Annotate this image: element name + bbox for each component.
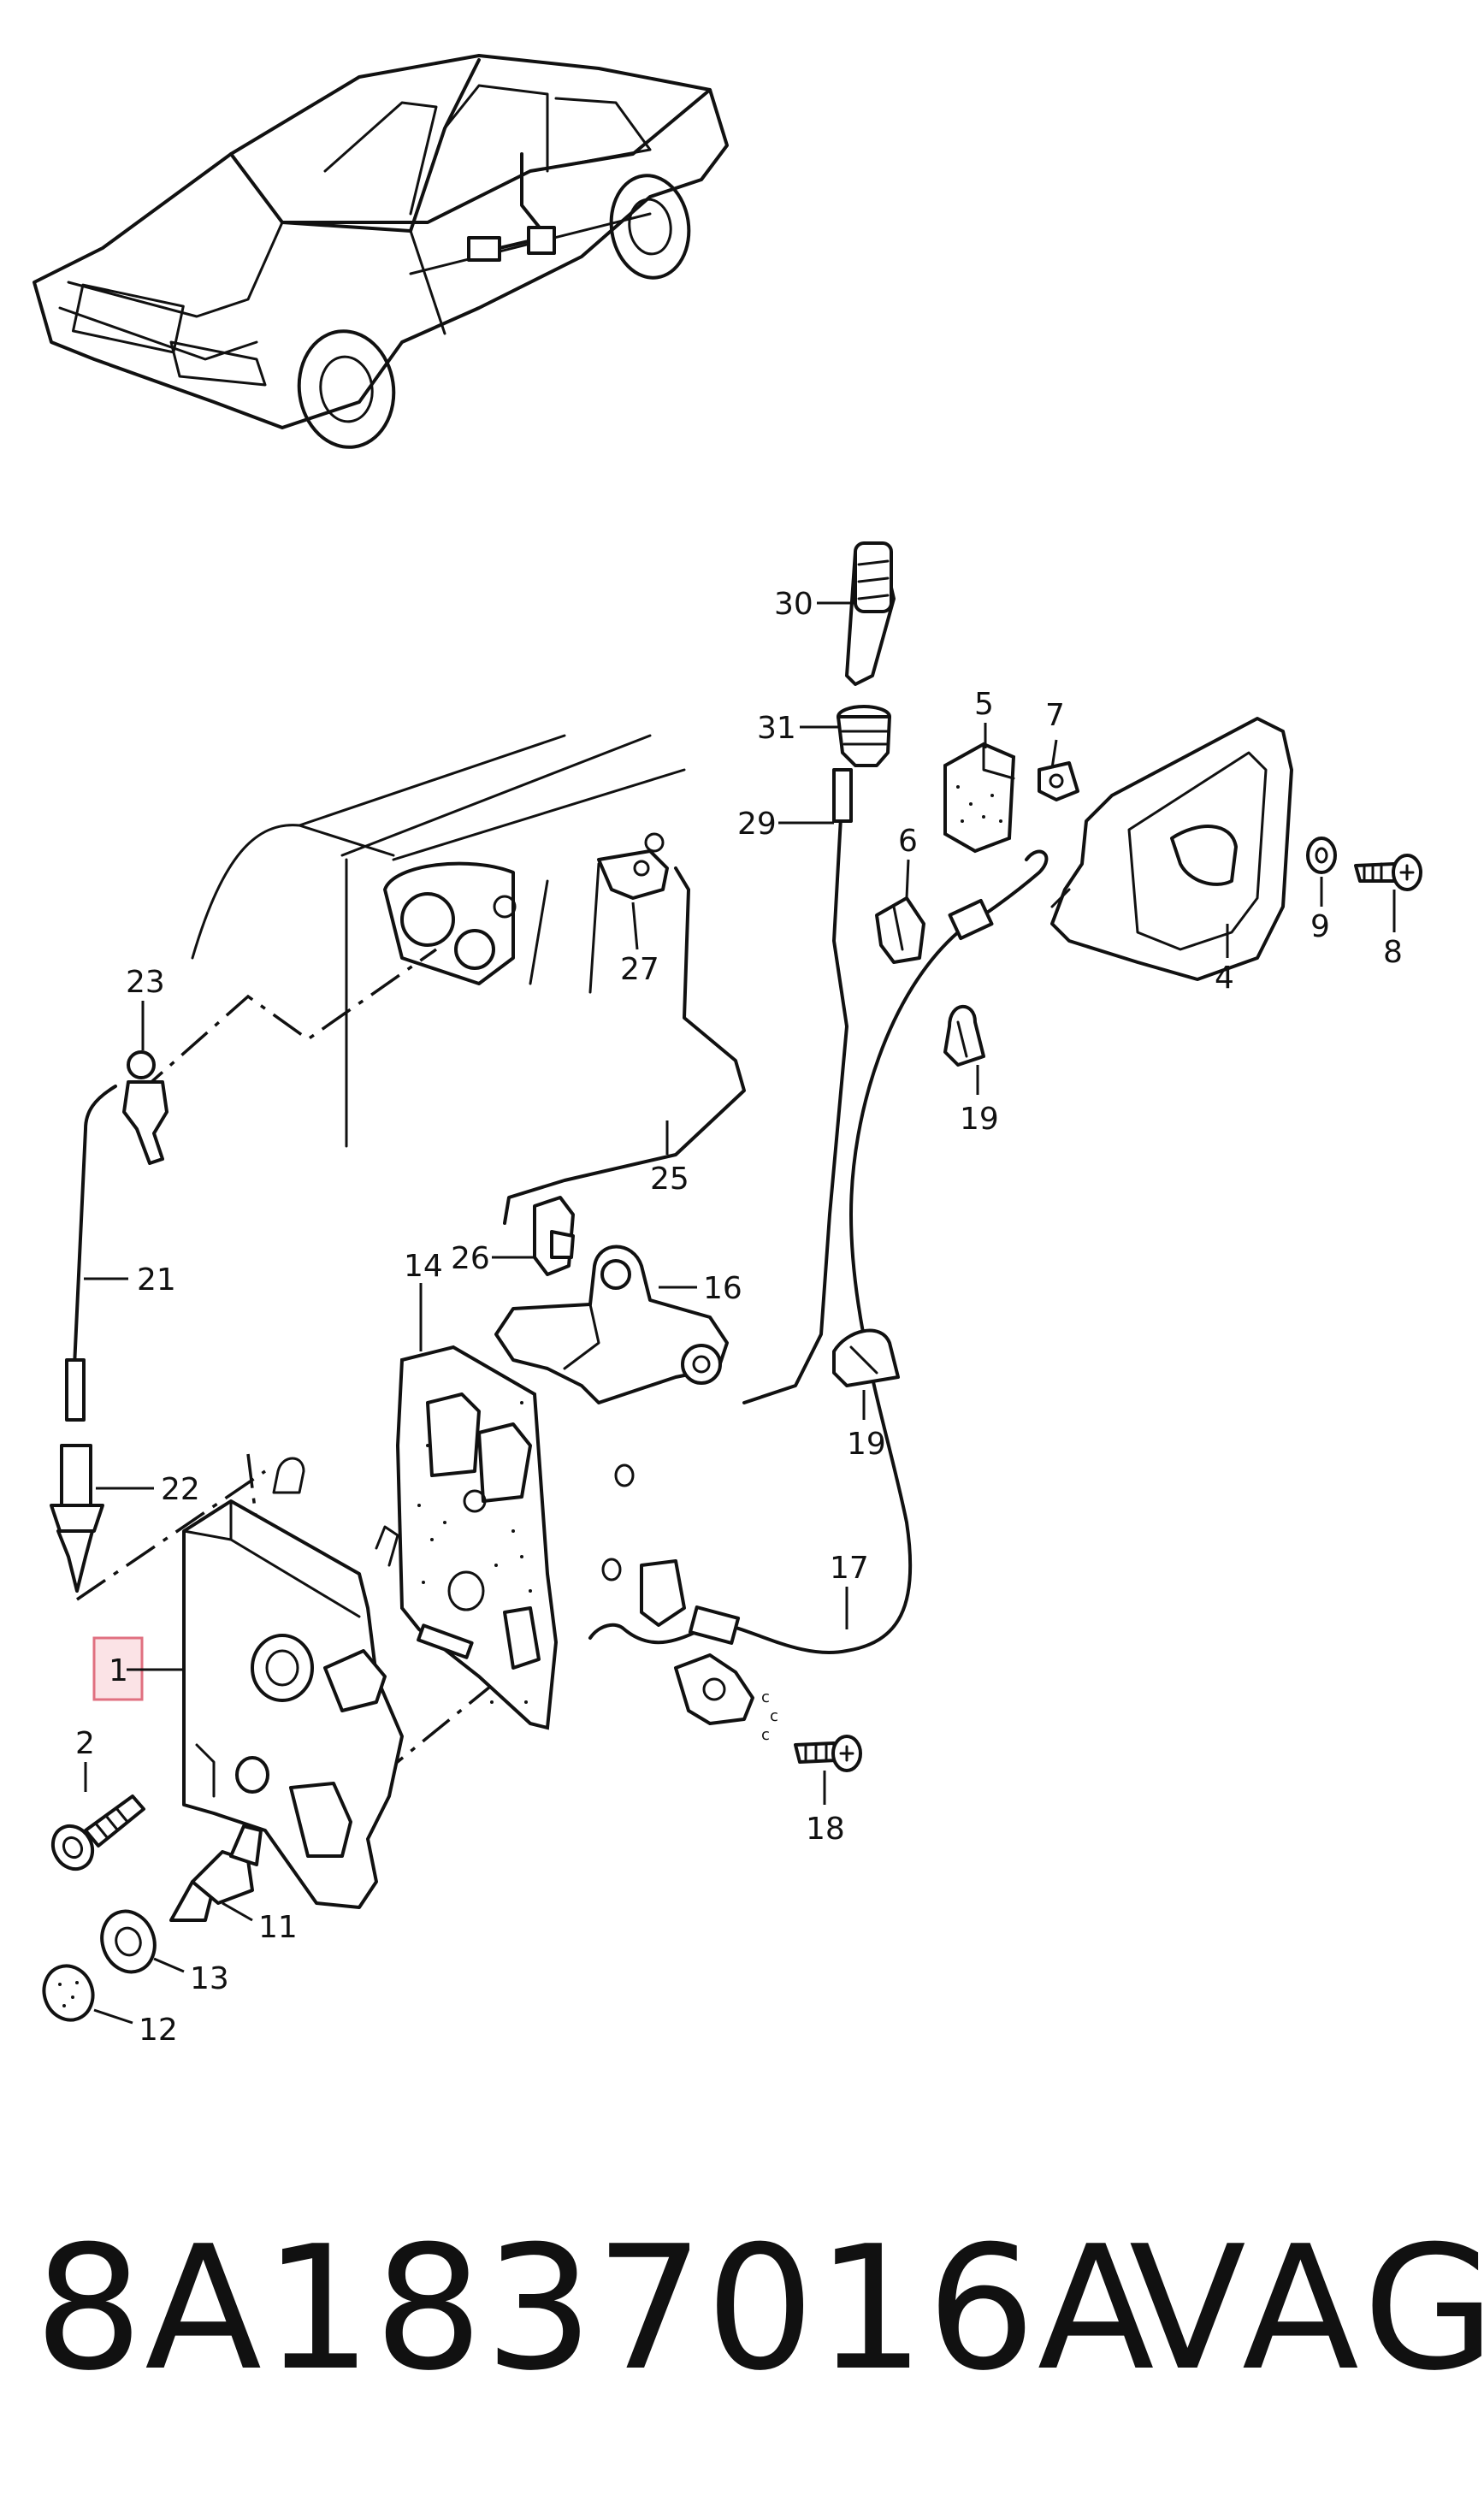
label-29: 29 <box>737 807 777 842</box>
part-16-lever <box>494 1245 729 1404</box>
label-8: 8 <box>1383 935 1403 970</box>
label-18: 18 <box>806 1812 845 1847</box>
svg-text:c: c <box>761 1726 770 1744</box>
part-30-lock-knob <box>845 541 896 686</box>
label-16: 16 <box>703 1271 742 1306</box>
label-14: 14 <box>404 1249 443 1284</box>
label-17: 17 <box>830 1551 869 1586</box>
callout-labels: 30 31 29 5 7 6 4 9 8 19 19 23 27 25 21 2… <box>75 587 1403 2048</box>
label-5: 5 <box>974 687 994 722</box>
part-23-clip <box>122 1050 169 1165</box>
svg-text:c: c <box>761 1688 770 1706</box>
part-18-bracket-and-screw: ccc <box>640 1559 862 1772</box>
label-19-lower: 19 <box>847 1427 886 1462</box>
label-19-upper: 19 <box>960 1102 999 1137</box>
label-27: 27 <box>620 952 659 987</box>
label-6: 6 <box>898 824 918 859</box>
label-30: 30 <box>774 587 813 622</box>
label-21: 21 <box>137 1262 176 1298</box>
part-1-door-lock <box>182 1457 404 1909</box>
label-22: 22 <box>161 1472 200 1507</box>
label-11: 11 <box>258 1910 298 1945</box>
part-2-screw <box>50 1794 145 1871</box>
part-31-grommet <box>837 705 891 767</box>
brand-name: VAG <box>1129 2209 1484 2409</box>
label-7: 7 <box>1045 698 1065 733</box>
label-25: 25 <box>650 1162 689 1197</box>
door-frame-sketch <box>191 734 686 1148</box>
part-6-clip <box>875 896 925 964</box>
part-27-rod-clip <box>597 832 669 900</box>
car-illustration <box>33 54 729 449</box>
part-14-cover-plate <box>395 1345 635 1730</box>
label-26: 26 <box>451 1241 490 1276</box>
part-22-rod-end <box>50 1444 104 1593</box>
label-12: 12 <box>139 2013 178 2048</box>
part-number: 8A1837016A <box>34 2209 1156 2409</box>
part-12-nut <box>42 1964 95 2022</box>
label-13: 13 <box>190 1961 229 1996</box>
part-26-clip <box>533 1196 575 1276</box>
label-31: 31 <box>757 711 796 746</box>
label-23: 23 <box>126 965 165 1000</box>
label-1: 1 <box>109 1653 128 1688</box>
part-9-washer <box>1306 837 1337 874</box>
svg-text:c: c <box>770 1707 778 1725</box>
part-4-door-handle <box>1050 717 1293 981</box>
label-9: 9 <box>1310 909 1330 944</box>
label-2: 2 <box>75 1726 95 1761</box>
rods-and-cables <box>65 768 1049 1654</box>
part-19-clip-lower <box>832 1328 900 1387</box>
part-5-pad <box>943 742 1016 854</box>
part-8-screw <box>1354 854 1422 891</box>
label-4: 4 <box>1215 961 1234 996</box>
part-19-clip-upper <box>943 1004 985 1067</box>
part-7-clip <box>1038 761 1079 801</box>
part-11-striker-pin <box>169 1824 263 1922</box>
part-13-washer <box>100 1909 157 1974</box>
